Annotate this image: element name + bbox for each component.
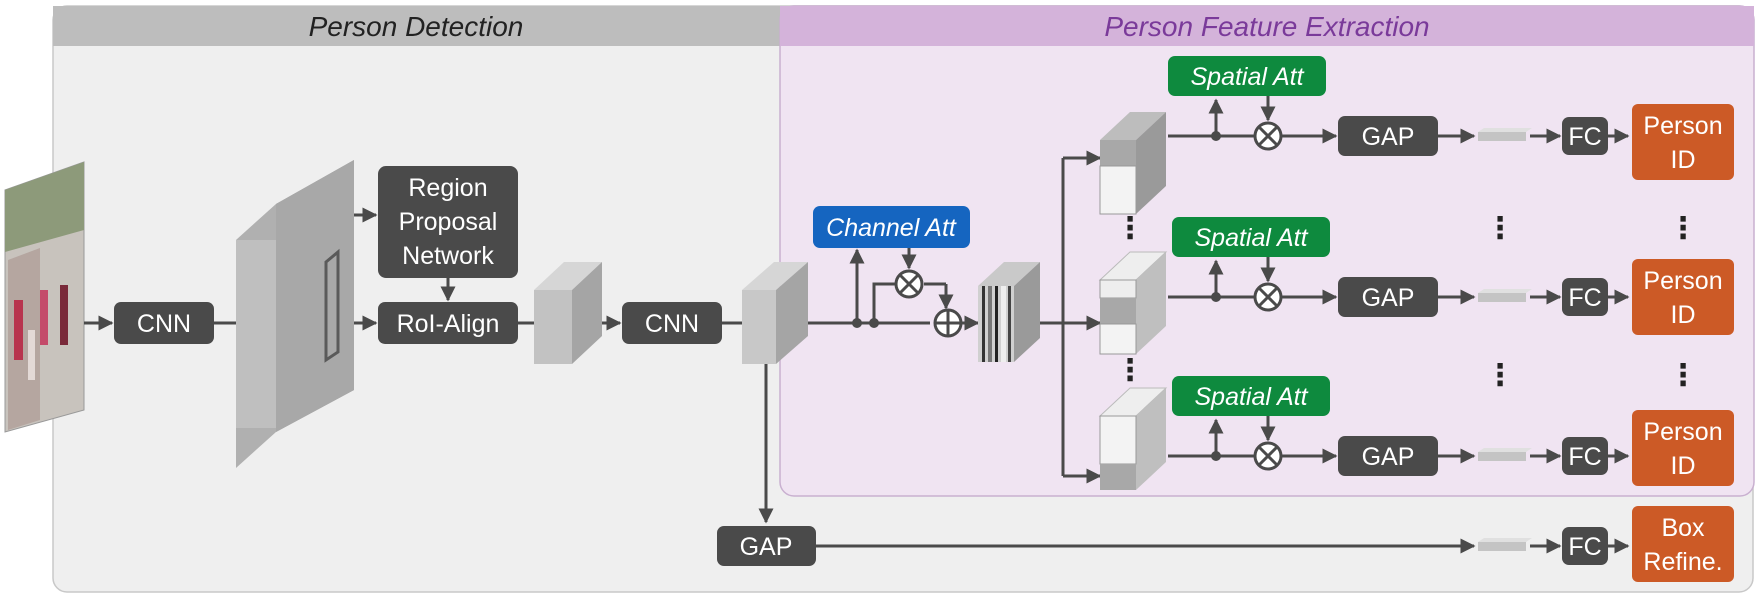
vertical-ellipsis-icon: ⋮ [1485,359,1515,392]
person-id-box-3: Person ID [1632,410,1734,486]
spatial-att-label-2: Spatial Att [1194,224,1308,252]
box-refine-label-b: Refine. [1643,548,1722,576]
box-refine-box: Box Refine. [1632,506,1734,582]
feature-vector-bottom [1478,538,1532,551]
spatial-multiply-icon-3 [1253,441,1283,471]
box-refine-label-a: Box [1661,514,1705,542]
person-feature-extraction-title: Person Feature Extraction [1104,11,1429,42]
channel-weighted-feature-cube [978,262,1040,362]
cnn-label-2: CNN [645,310,699,338]
vertical-ellipsis-icon: ⋮ [1485,212,1515,245]
fc-box-3: FC [1562,437,1608,475]
channel-att-label: Channel Att [826,214,957,242]
residual-add-icon [933,308,963,338]
person-id-label-2a: Person [1643,267,1722,295]
fc-box-bottom: FC [1562,527,1608,565]
person-id-label-1b: ID [1671,146,1696,174]
part-cube-2 [1098,251,1168,355]
roi-align-box: RoI-Align [378,302,518,344]
gap-label-2: GAP [1362,284,1415,312]
gap-label-bottom: GAP [740,533,793,561]
gap-box-3: GAP [1338,436,1438,476]
cnn-feature-cube [742,262,808,364]
feature-map-large [236,160,354,468]
rpn-label-line1: Region [408,174,487,202]
rpn-label-line2: Proposal [399,208,498,236]
spatial-multiply-icon-1 [1253,121,1283,151]
gap-label-3: GAP [1362,443,1415,471]
fc-label-3: FC [1568,443,1601,471]
fc-label-2: FC [1568,284,1601,312]
person-id-box-2: Person ID [1632,259,1734,335]
input-image [4,161,85,433]
roi-feature-cube [534,262,602,364]
vertical-ellipsis-icon: ⋮ [1668,359,1698,392]
vertical-ellipsis-icon: ⋮ [1115,212,1145,245]
person-detection-title: Person Detection [309,11,524,42]
gap-box-bottom: GAP [717,526,816,566]
fc-box-1: FC [1562,117,1608,155]
feature-vector-1 [1478,128,1532,141]
spatial-att-box-2: Spatial Att [1172,217,1330,257]
spatial-att-label-1: Spatial Att [1190,63,1304,91]
part-cube-1 [1099,112,1166,215]
person-id-label-3a: Person [1643,418,1722,446]
spatial-multiply-icon-2 [1253,282,1283,312]
part-cube-3 [1098,387,1168,490]
person-id-label-1a: Person [1643,112,1722,140]
feature-vector-3 [1478,448,1532,461]
spatial-att-box-3: Spatial Att [1172,376,1330,416]
person-id-label-2b: ID [1671,301,1696,329]
gap-box-1: GAP [1338,116,1438,156]
person-id-box-1: Person ID [1632,104,1734,180]
spatial-att-box-1: Spatial Att [1168,56,1326,96]
cnn-box-1: CNN [114,302,214,344]
cnn-box-2: CNN [622,302,722,344]
person-id-label-3b: ID [1671,452,1696,480]
region-proposal-network-box: Region Proposal Network [378,166,518,278]
roi-align-label: RoI-Align [397,310,500,338]
channel-att-box: Channel Att [813,206,970,248]
fc-box-2: FC [1562,278,1608,316]
gap-box-2: GAP [1338,277,1438,317]
vertical-ellipsis-icon: ⋮ [1115,354,1145,387]
cnn-label-1: CNN [137,310,191,338]
fc-label-1: FC [1568,123,1601,151]
channel-multiply-icon [894,269,924,299]
fc-label-bottom: FC [1568,533,1601,561]
vertical-ellipsis-icon: ⋮ [1668,212,1698,245]
gap-label-1: GAP [1362,123,1415,151]
feature-vector-2 [1478,289,1532,302]
spatial-att-label-3: Spatial Att [1194,383,1308,411]
rpn-label-line3: Network [402,242,494,270]
